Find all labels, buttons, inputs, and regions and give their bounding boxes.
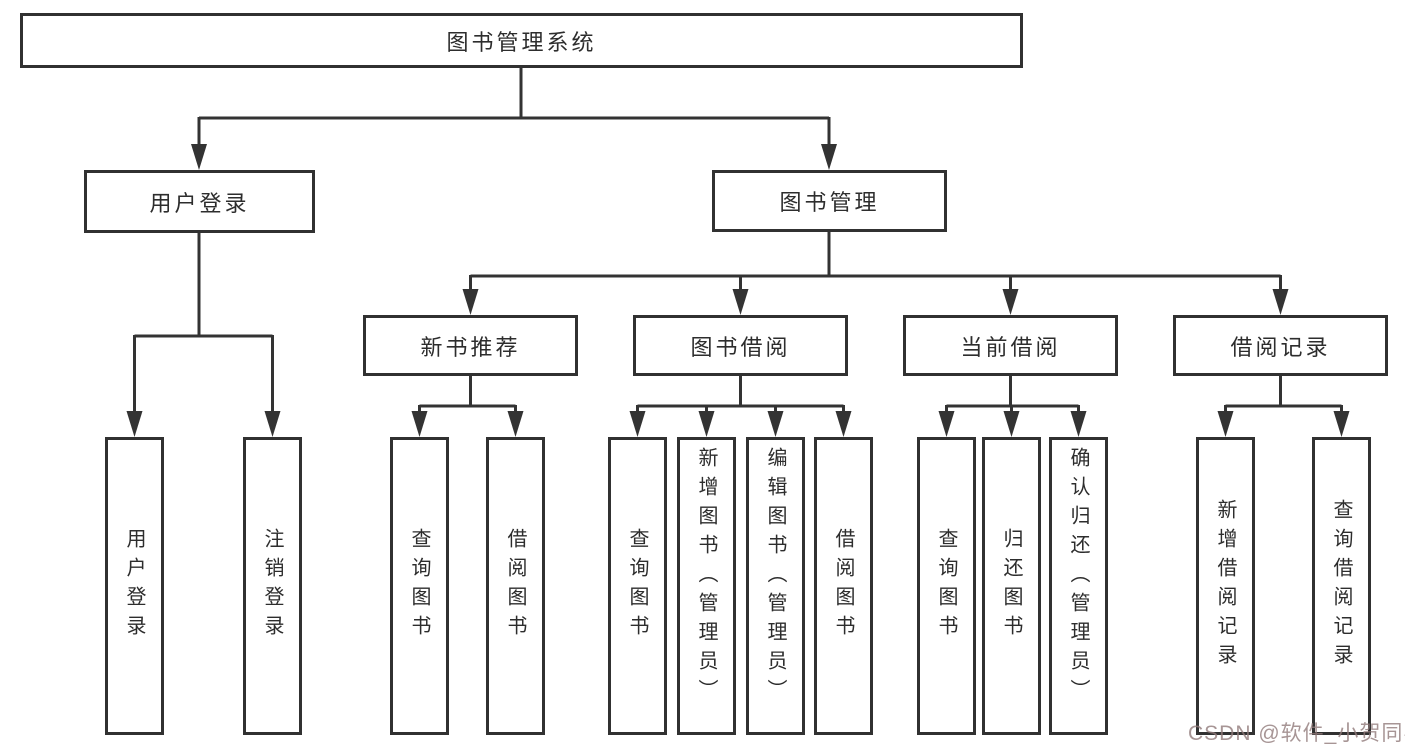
leaf-user-login: 用户登录 — [105, 437, 164, 735]
node-new-book-recommend: 新书推荐 — [363, 315, 578, 376]
leaf-add-borrow-record: 新增借阅记录 — [1196, 437, 1255, 735]
leaf-query-books-borrow: 查询图书 — [608, 437, 667, 735]
node-root-system: 图书管理系统 — [20, 13, 1023, 68]
csdn-watermark: CSDN @软件_小贺同学 — [1188, 722, 1405, 745]
node-user-login: 用户登录 — [84, 170, 315, 233]
node-borrow-records: 借阅记录 — [1173, 315, 1388, 376]
leaf-return-books: 归还图书 — [982, 437, 1041, 735]
node-book-management: 图书管理 — [712, 170, 947, 232]
leaf-add-books-admin: 新增图书（管理员） — [677, 437, 736, 735]
leaf-borrow-books: 借阅图书 — [814, 437, 873, 735]
node-current-borrow: 当前借阅 — [903, 315, 1118, 376]
leaf-logout: 注销登录 — [243, 437, 302, 735]
leaf-query-books-current: 查询图书 — [917, 437, 976, 735]
node-book-borrow: 图书借阅 — [633, 315, 848, 376]
leaf-query-borrow-record: 查询借阅记录 — [1312, 437, 1371, 735]
leaf-borrow-books-recommend: 借阅图书 — [486, 437, 545, 735]
leaf-confirm-return-admin: 确认归还（管理员） — [1049, 437, 1108, 735]
leaf-edit-books-admin: 编辑图书（管理员） — [746, 437, 805, 735]
leaf-query-books-recommend: 查询图书 — [390, 437, 449, 735]
